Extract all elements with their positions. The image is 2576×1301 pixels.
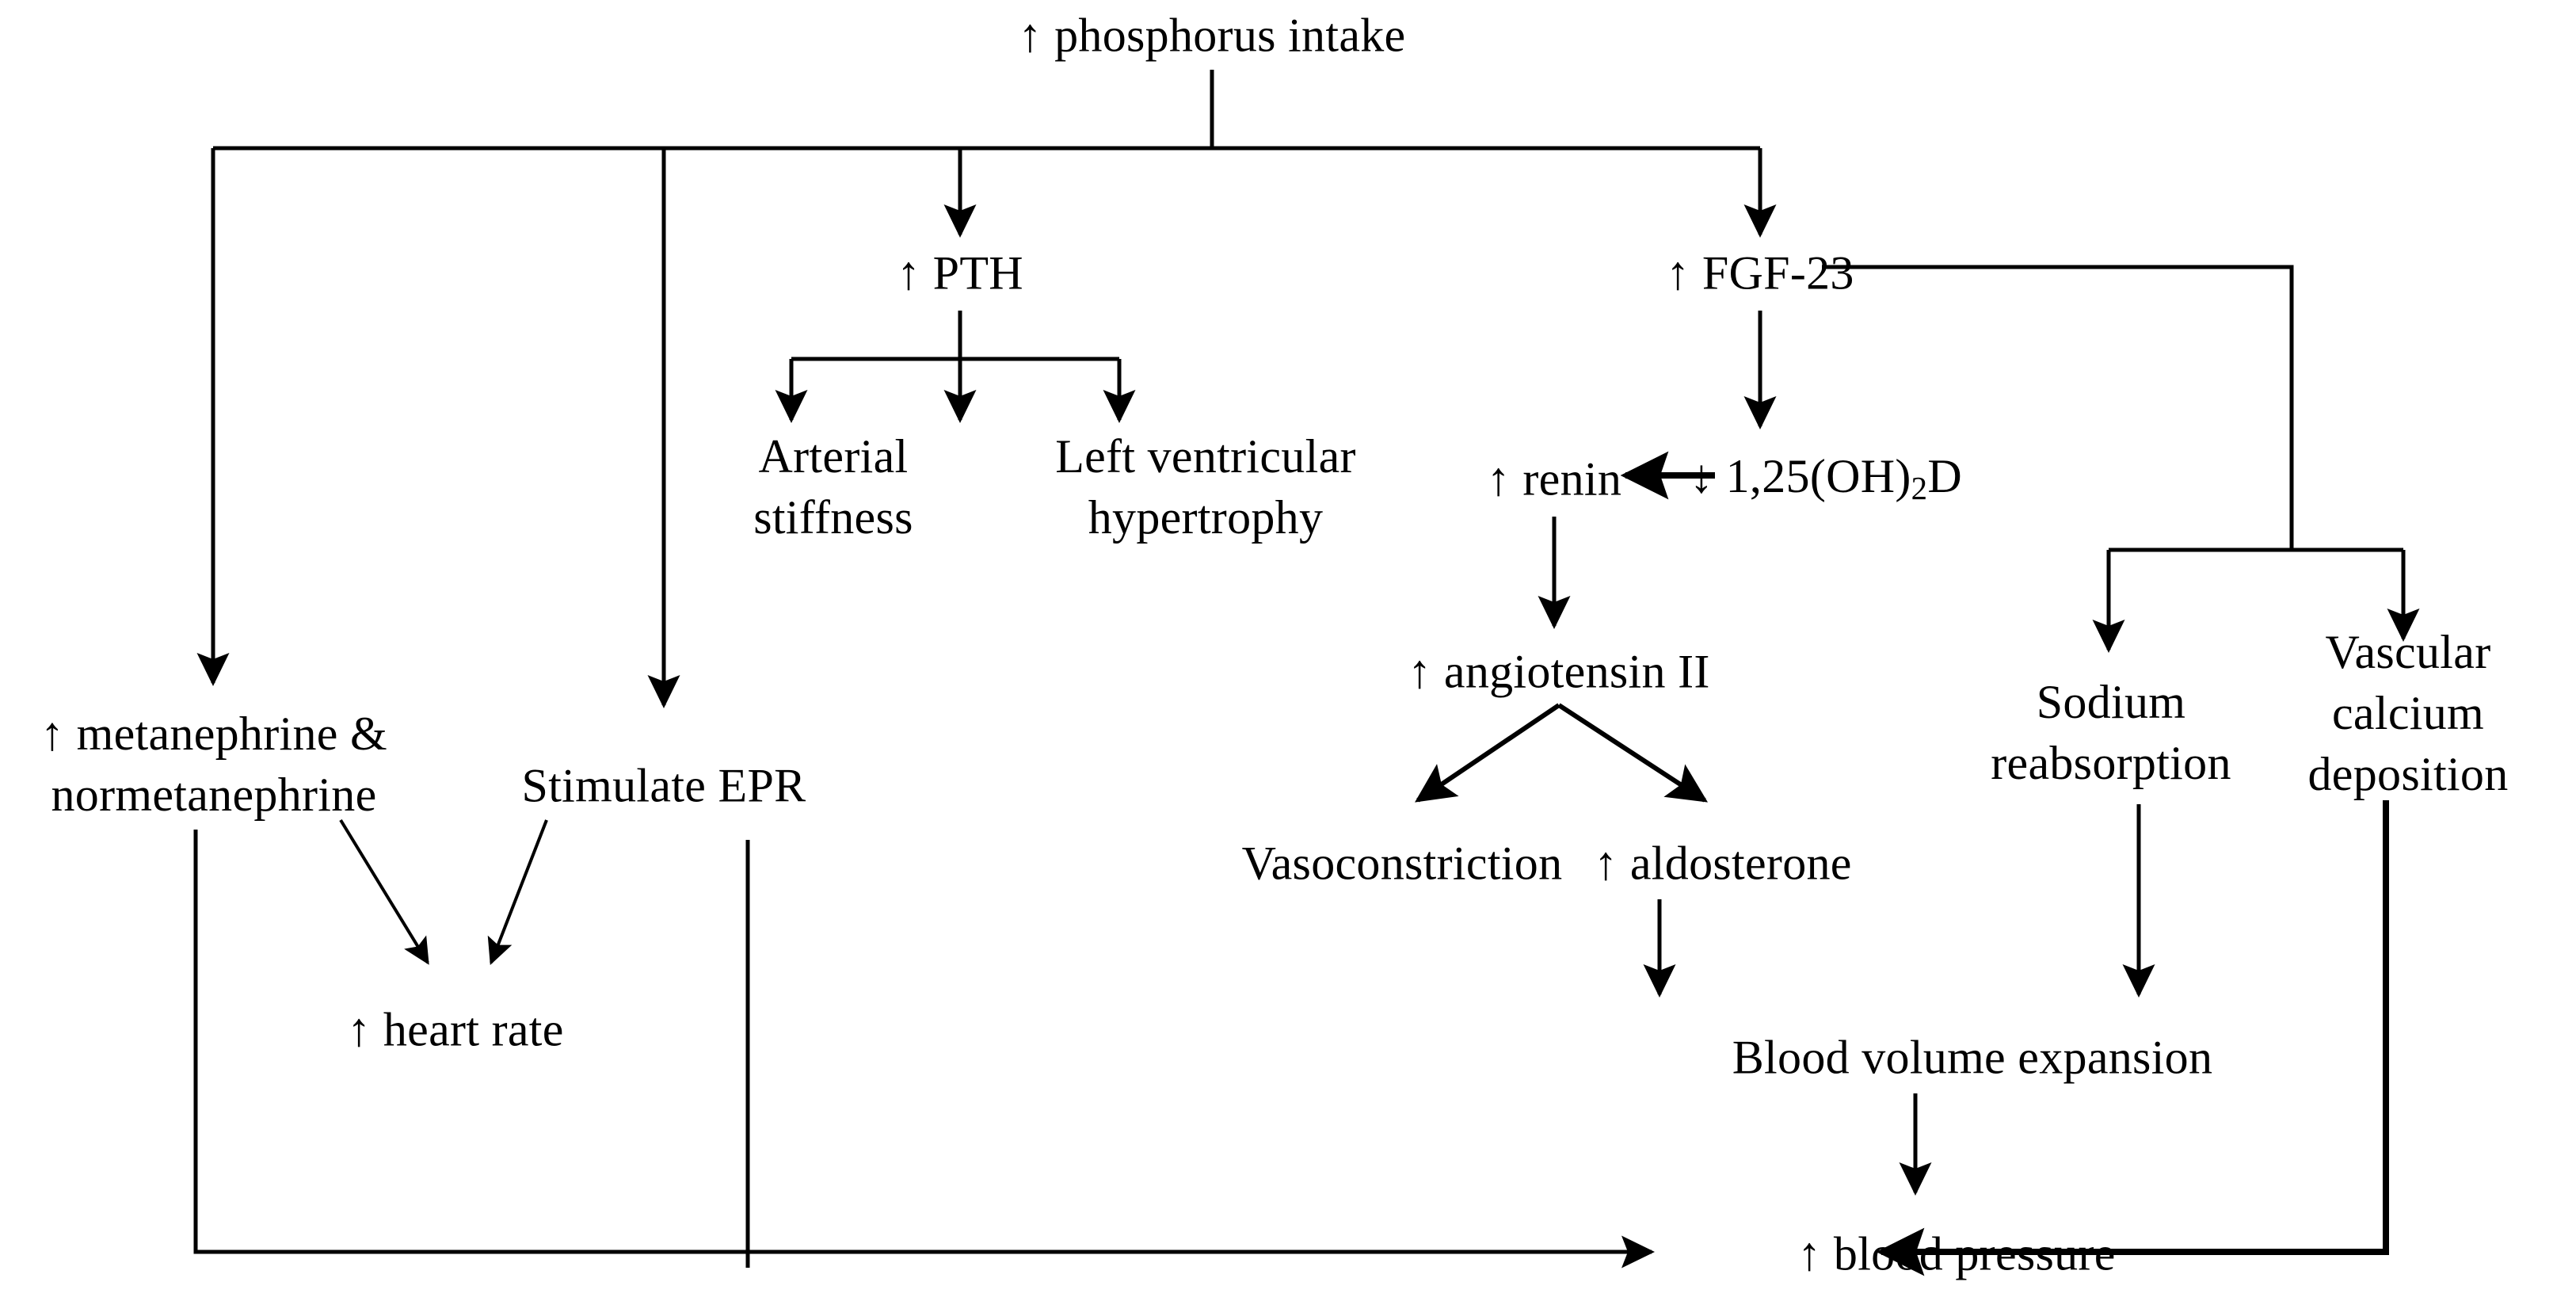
edge-vascular-calcium-to-blood-pressure xyxy=(1876,800,2389,1276)
node-pth: ↑ PTH xyxy=(897,246,1023,299)
node-metanephrine-line2: normetanephrine xyxy=(51,769,377,821)
node-sodium-reabsorption-line1: Sodium xyxy=(2036,676,2186,729)
node-sodium-reabsorption-line2: reabsorption xyxy=(1991,737,2231,789)
node-heart-rate: ↑ heart rate xyxy=(347,1003,564,1056)
node-metanephrine-line1: ↑ metanephrine & xyxy=(40,708,387,761)
node-vitamin-d: ↓ 1,25(OH)2D xyxy=(1690,449,1962,506)
edge-epr-to-heart-rate xyxy=(487,819,548,965)
node-angiotensin-ii: ↑ angiotensin II xyxy=(1408,645,1710,698)
node-vascular-calcium-line3: deposition xyxy=(2307,747,2509,800)
edge-angiotensin-to-aldosterone xyxy=(1557,703,1709,803)
node-vascular-calcium-line2: calcium xyxy=(2331,686,2484,739)
node-renin: ↑ renin xyxy=(1486,452,1622,506)
node-lv-hypertrophy-line2: hypertrophy xyxy=(1088,491,1324,544)
node-vascular-calcium-line1: Vascular xyxy=(2325,625,2491,678)
node-stimulate-epr: Stimulate EPR xyxy=(521,759,806,812)
node-arterial-stiffness-line2: stiffness xyxy=(753,491,913,544)
node-sodium-reabsorption: Sodium reabsorption xyxy=(1929,672,2293,794)
edge-to-pth xyxy=(960,148,1214,235)
node-vasoconstriction: Vasoconstriction xyxy=(1241,837,1563,890)
edge-angiotensin-to-vasoconstriction xyxy=(1415,703,1560,803)
node-fgf23: ↑ FGF-23 xyxy=(1666,246,1854,299)
node-metanephrine: ↑ metanephrine & normetanephrine xyxy=(0,704,428,826)
node-arterial-stiffness-line1: Arterial xyxy=(758,430,909,483)
node-phosphorus-intake: ↑ phosphorus intake xyxy=(1018,9,1406,62)
node-aldosterone: ↑ aldosterone xyxy=(1594,837,1852,890)
node-arterial-stiffness: Arterial stiffness xyxy=(707,426,960,548)
node-blood-pressure: ↑ blood pressure xyxy=(1797,1227,2116,1280)
node-vascular-calcium-deposition: Vascular calcium deposition xyxy=(2242,622,2574,804)
node-lv-hypertrophy-line1: Left ventricular xyxy=(1055,430,1356,483)
edge-metanephrine-to-heart-rate xyxy=(339,818,429,965)
node-blood-volume-expansion: Blood volume expansion xyxy=(1732,1031,2213,1084)
node-lv-hypertrophy: Left ventricular hypertrophy xyxy=(1000,426,1412,548)
